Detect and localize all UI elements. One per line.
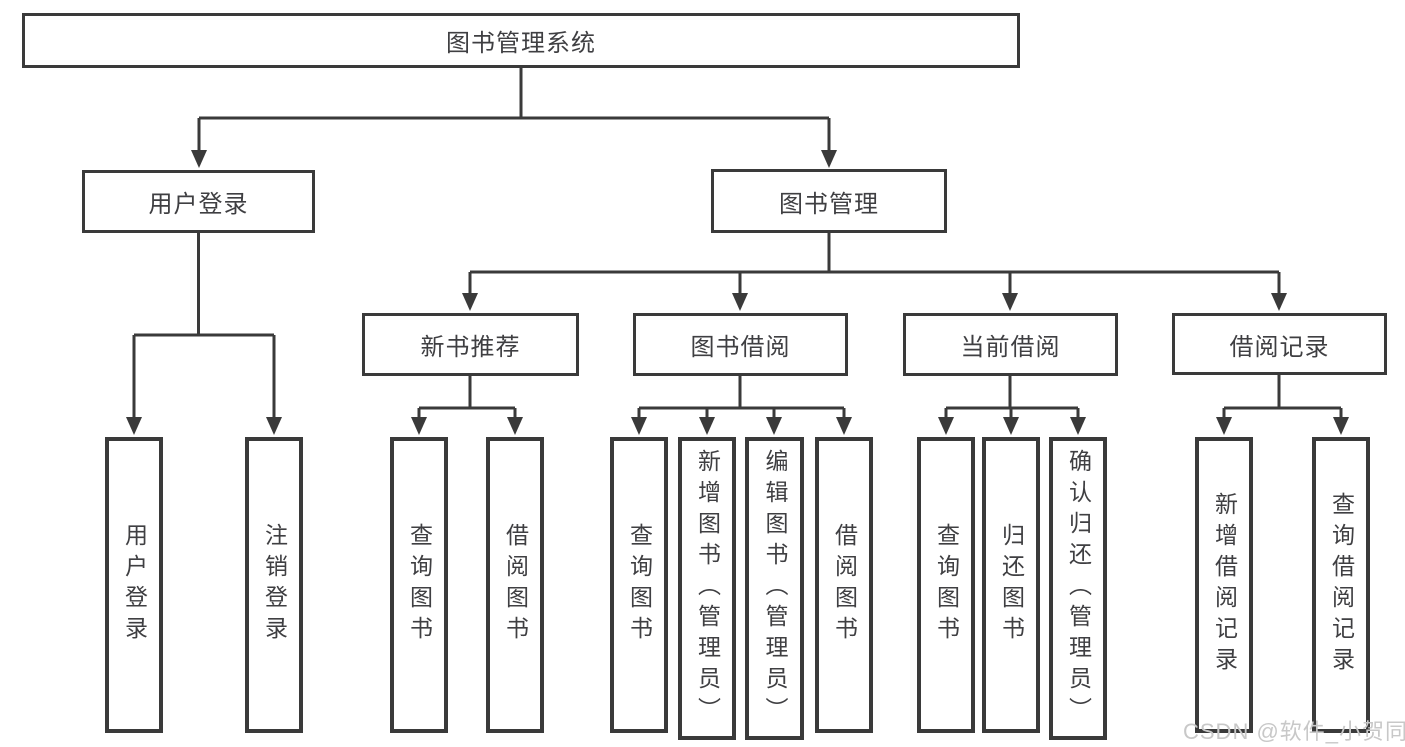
leaf-query-books-current: 查询图书: [917, 437, 975, 733]
leaf-edit-books-admin: 编辑图书（管理员）: [745, 437, 804, 740]
node-book-borrow: 图书借阅: [633, 313, 848, 376]
connector-root: [197, 68, 831, 152]
csdn-watermark: CSDN @软件_小贺同学: [1183, 719, 1405, 744]
leaf-borrow-books-recommend: 借阅图书: [486, 437, 544, 733]
leaf-query-books-recommend: 查询图书: [390, 437, 448, 733]
node-book-management-branch: 图书管理: [711, 169, 947, 233]
connector-record: [1222, 375, 1343, 420]
leaf-query-books-borrow: 查询图书: [610, 437, 668, 733]
leaf-confirm-return-admin: 确认归还（管理员）: [1049, 437, 1107, 740]
node-new-book-recommend: 新书推荐: [362, 313, 579, 376]
node-current-borrow: 当前借阅: [903, 313, 1118, 376]
leaf-logout: 注销登录: [245, 437, 303, 733]
leaf-query-borrow-record: 查询借阅记录: [1312, 437, 1370, 733]
node-root-system: 图书管理系统: [22, 13, 1020, 68]
node-user-login-branch: 用户登录: [82, 170, 315, 233]
leaf-add-borrow-record: 新增借阅记录: [1195, 437, 1253, 733]
leaf-return-books: 归还图书: [982, 437, 1040, 733]
connector-newbook: [417, 376, 517, 420]
connector-login: [132, 233, 276, 420]
node-borrow-record: 借阅记录: [1172, 313, 1387, 375]
leaf-borrow-books: 借阅图书: [815, 437, 873, 733]
connector-mgmt: [468, 233, 1281, 296]
connector-current: [944, 376, 1080, 420]
connector-borrow: [637, 376, 846, 420]
leaf-add-books-admin: 新增图书（管理员）: [678, 437, 736, 740]
leaf-user-login: 用户登录: [105, 437, 163, 733]
arrowheads: [126, 150, 1349, 435]
